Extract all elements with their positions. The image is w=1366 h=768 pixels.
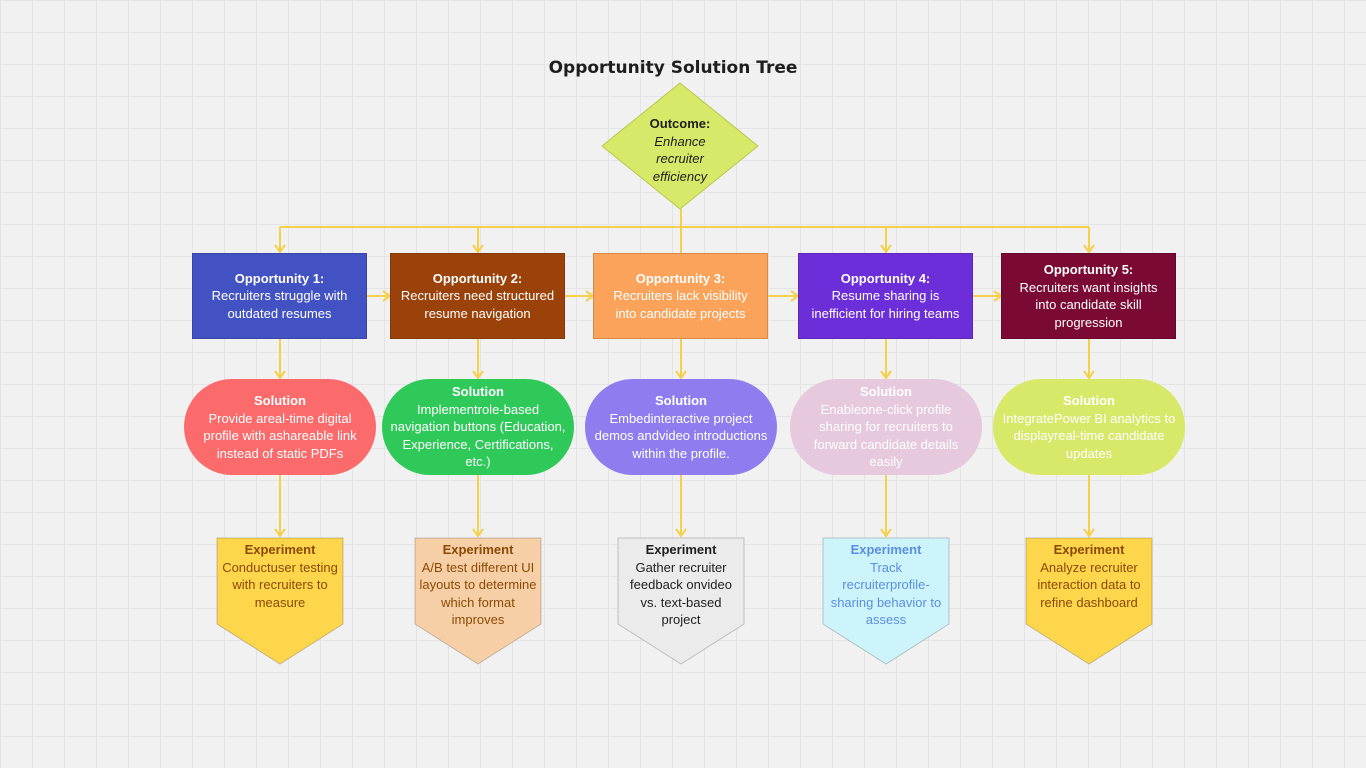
connector-arrow: [472, 528, 484, 538]
opportunity-3-node[interactable]: Opportunity 3: Recruiters lack visibilit…: [593, 253, 768, 339]
outcome-node[interactable]: Outcome: Enhance recruiter efficiency: [601, 82, 759, 210]
outcome-text: Enhance recruiter efficiency: [652, 133, 708, 184]
experiment-heading: Experiment: [244, 542, 316, 557]
experiment-5-node[interactable]: Experiment Analyze recruiter interaction…: [1025, 537, 1153, 665]
experiment-shape: [822, 537, 950, 665]
solution-text: Implementrole-based navigation buttons (…: [390, 401, 566, 470]
experiment-text: A/B test different UI layouts to determi…: [419, 559, 537, 628]
solution-heading: Solution: [1063, 393, 1115, 408]
experiment-heading: Experiment: [645, 542, 717, 557]
connector-arrow: [472, 370, 484, 380]
solution-text: IntegratePower BI analytics to displayre…: [1002, 410, 1176, 461]
solution-heading: Solution: [452, 384, 504, 400]
opportunity-text: Recruiters lack visibility into candidat…: [613, 288, 748, 321]
experiment-heading: Experiment: [850, 542, 922, 557]
opportunity-heading: Opportunity 1:: [234, 270, 325, 286]
connector-arrow: [274, 370, 286, 380]
connector-arrow: [274, 528, 286, 538]
solution-text: Embedinteractive project demos andvideo …: [594, 410, 768, 461]
solution-heading: Solution: [655, 393, 707, 408]
connector-arrow: [880, 370, 892, 380]
experiment-shape: [1025, 537, 1153, 665]
solution-4-node[interactable]: Solution Enableone-click profile sharing…: [790, 379, 982, 475]
solution-2-node[interactable]: Solution Implementrole-based navigation …: [382, 379, 574, 475]
opportunity-heading: Opportunity 5:: [1043, 262, 1134, 277]
connector-arrow: [472, 244, 484, 254]
solution-heading: Solution: [860, 384, 912, 400]
opportunity-2-node[interactable]: Opportunity 2: Recruiters need structure…: [390, 253, 565, 339]
opportunity-heading: Opportunity 3:: [635, 270, 726, 286]
experiment-1-node[interactable]: Experiment Conductuser testing with recr…: [216, 537, 344, 665]
experiment-4-node[interactable]: Experiment Track recruiterprofile-sharin…: [822, 537, 950, 665]
experiment-text: Gather recruiter feedback onvideo vs. te…: [630, 559, 732, 628]
experiment-shape: [216, 537, 344, 665]
opportunity-text: Resume sharing is inefficient for hiring…: [811, 288, 960, 321]
opportunity-5-node[interactable]: Opportunity 5: Recruiters want insights …: [1001, 253, 1176, 339]
connector-arrow: [880, 528, 892, 538]
opportunity-text: Recruiters struggle with outdated resume…: [211, 288, 348, 321]
opportunity-text: Recruiters need structured resume naviga…: [400, 288, 555, 321]
connector-arrow: [1083, 528, 1095, 538]
experiment-heading: Experiment: [442, 542, 514, 557]
connector-arrow: [274, 244, 286, 254]
connector-arrow: [880, 244, 892, 254]
opportunity-4-node[interactable]: Opportunity 4: Resume sharing is ineffic…: [798, 253, 973, 339]
opportunity-heading: Opportunity 2:: [432, 270, 523, 286]
experiment-3-node[interactable]: Experiment Gather recruiter feedback onv…: [617, 537, 745, 665]
experiment-heading: Experiment: [1053, 542, 1125, 557]
solution-text: Enableone-click profile sharing for recr…: [813, 401, 959, 470]
connector-arrow: [675, 370, 687, 380]
connector-arrow: [675, 528, 687, 538]
connector-arrow: [1083, 370, 1095, 380]
outcome-diamond: [601, 82, 759, 210]
experiment-text: Analyze recruiter interaction data to re…: [1037, 559, 1141, 610]
solution-text: Provide areal-time digital profile with …: [203, 410, 357, 461]
experiment-shape: [414, 537, 542, 665]
solution-1-node[interactable]: Solution Provide areal-time digital prof…: [184, 379, 376, 475]
experiment-text: Conductuser testing with recruiters to m…: [222, 559, 338, 610]
solution-3-node[interactable]: Solution Embedinteractive project demos …: [585, 379, 777, 475]
solution-5-node[interactable]: Solution IntegratePower BI analytics to …: [993, 379, 1185, 475]
solution-heading: Solution: [254, 393, 306, 408]
connector-arrow: [1083, 244, 1095, 254]
outcome-heading: Outcome:: [649, 116, 711, 131]
experiment-text: Track recruiterprofile-sharing behavior …: [830, 559, 942, 628]
experiment-2-node[interactable]: Experiment A/B test different UI layouts…: [414, 537, 542, 665]
opportunity-text: Recruiters want insights into candidate …: [1019, 279, 1158, 330]
experiment-shape: [617, 537, 745, 665]
opportunity-heading: Opportunity 4:: [840, 270, 931, 286]
opportunity-1-node[interactable]: Opportunity 1: Recruiters struggle with …: [192, 253, 367, 339]
diagram-title: Opportunity Solution Tree: [548, 58, 798, 78]
